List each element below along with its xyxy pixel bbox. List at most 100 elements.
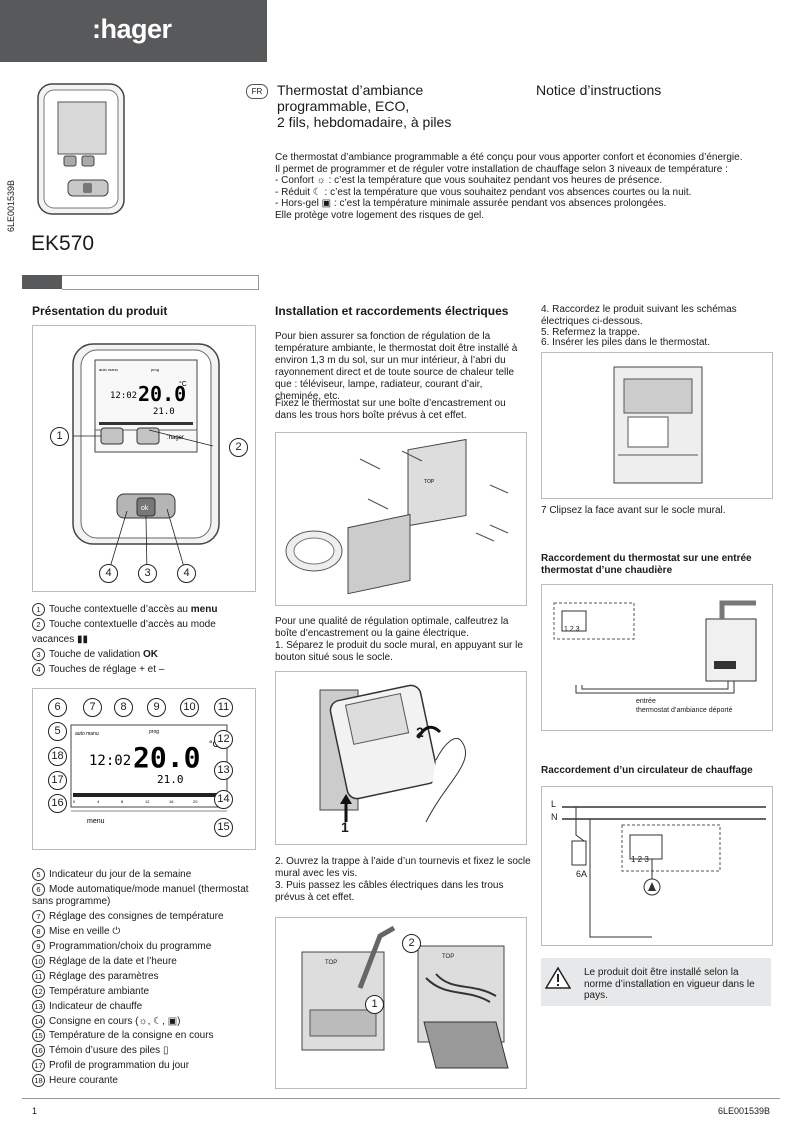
scale-12: 12 [145, 799, 150, 804]
callout-1: 1 [50, 427, 69, 446]
pump-terminal-numbers: 1 2 3 [631, 855, 649, 864]
document-title: Thermostat d’ambiance programmable, ECO,… [277, 82, 452, 130]
arrow-label-1: 1 [341, 819, 349, 835]
installation-heading: Installation et raccordements électrique… [275, 304, 509, 318]
arrow-label-2: 2 [416, 724, 424, 740]
brand-logo: :hager [92, 14, 172, 44]
thermostat-thumbnail [37, 83, 125, 215]
footer-doc-code: 6LE001539B [718, 1106, 771, 1116]
lcd-callout-7: 7 [83, 698, 102, 717]
footer-rule [22, 1098, 780, 1099]
warning-icon [545, 966, 571, 989]
lcd-prog-text: prog [151, 367, 159, 372]
lcd-callout-14: 14 [214, 790, 233, 809]
separate-product-diagram [319, 684, 467, 823]
callout-2: 2 [229, 438, 248, 457]
scale-0: 0 [73, 799, 76, 804]
divider-strip [22, 275, 62, 289]
lcd-detail-diagram: auto manu prog 12:02 20.0 °C 21.0 0 4 8 … [70, 724, 228, 825]
lcd-callout-8: 8 [114, 698, 133, 717]
device-figure-panel: auto manu prog 12:02 20.0 °C 21.0 menu :… [32, 325, 256, 592]
lcd2-temp: 20.0 [133, 741, 200, 774]
step-2-text: 2. Ouvrez la trappe à l’aide d’un tourne… [275, 856, 531, 879]
installation-paragraph-3: Pour une qualité de régulation optimale,… [275, 616, 509, 639]
step-1-text: 1. Séparez le produit du socle mural, en… [275, 640, 523, 663]
boiler-wiring-figure: 1 2 3 entrée thermostat d’ambiance dépor… [541, 584, 773, 731]
lcd-setpoint: 21.0 [153, 407, 175, 417]
pump-wiring-diagram [562, 806, 766, 938]
divider-line [62, 275, 259, 290]
lcd-mode-text: auto manu [99, 367, 118, 372]
terminal-figure [541, 352, 773, 499]
lcd-unit: °C [179, 380, 187, 388]
fuse-rating: 6A [576, 869, 588, 879]
fig1-top-label: TOP [424, 479, 435, 485]
step-6-text: 6. Insérer les piles dans le thermostat. [541, 337, 710, 348]
ok-label: ok [141, 505, 149, 512]
scale-4: 4 [97, 799, 100, 804]
pump-heading: Raccordement d’un circulateur de chauffa… [541, 765, 753, 776]
lcd-callout-6: 6 [48, 698, 67, 717]
lcd-callout-12: 12 [214, 730, 233, 749]
lcd2-mode-text: auto manu [75, 731, 99, 737]
vertical-doc-code: 6LE001539B [6, 179, 16, 232]
warning-text: Le produit doit être installé selon la n… [584, 967, 755, 1001]
lcd-temp: 20.0 [138, 382, 186, 406]
callout-3: 3 [138, 564, 157, 583]
open-flap-diagram [301, 925, 509, 1069]
boiler-terminal-numbers: 1 2 3 [564, 626, 580, 633]
lcd-callout-17: 17 [48, 771, 67, 790]
language-badge: FR [246, 84, 268, 99]
thermostat-front-diagram: auto manu prog 12:02 20.0 °C 21.0 menu :… [72, 343, 220, 575]
scale-20: 20 [193, 799, 198, 804]
lcd2-menu-label: menu [87, 818, 105, 825]
lcd2-prog-text: prog [149, 729, 159, 735]
boiler-wiring-diagram [553, 600, 757, 694]
pump-wiring-figure: L N 6A 1 2 3 [541, 786, 773, 946]
installation-paragraph-1: Pour bien assurer sa fonction de régulat… [275, 331, 518, 402]
step-3-text: 3. Puis passez les câbles électriques da… [275, 880, 504, 903]
cables-figure: TOP TOP 1 2 [275, 917, 527, 1089]
product-heading: Présentation du produit [32, 304, 168, 318]
menu-key-1 [100, 427, 124, 445]
fig3-top-label-right: TOP [442, 954, 455, 960]
line-label-L: L [551, 799, 557, 809]
lcd-time: 12:02 [110, 391, 137, 401]
vacation-key-2 [136, 427, 160, 445]
lcd-callout-5: 5 [48, 722, 67, 741]
device-brand: :hager [167, 435, 184, 441]
installation-paragraph-2: Fixez le thermostat sur une boîte d’enca… [275, 398, 506, 421]
callout-4-right: 4 [177, 564, 196, 583]
lcd-callout-18: 18 [48, 747, 67, 766]
warning-box: Le produit doit être installé selon la n… [541, 958, 771, 1006]
lcd-callout-15: 15 [214, 818, 233, 837]
step-7-text: 7 Clipsez la face avant sur le socle mur… [541, 505, 726, 516]
scale-16: 16 [169, 799, 174, 804]
lcd2-profile-bar [73, 793, 223, 797]
brand-bar [0, 0, 267, 62]
notice-title: Notice d’instructions [536, 82, 662, 98]
mounting-figure: TOP [275, 432, 527, 606]
fig3-callout-2: 2 [402, 934, 421, 953]
lcd-callout-10: 10 [180, 698, 199, 717]
fig3-callout-1: 1 [365, 995, 384, 1014]
boiler-heading: Raccordement du thermostat sur une entré… [541, 553, 752, 576]
